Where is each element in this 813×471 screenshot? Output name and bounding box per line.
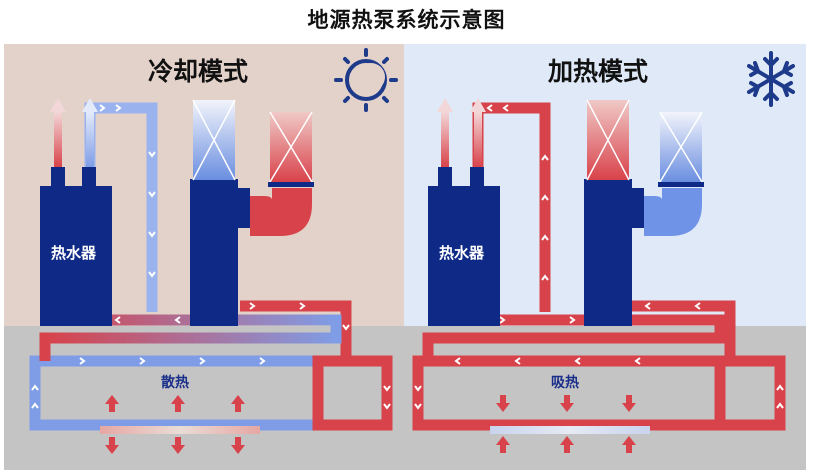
heating-heat-arrows	[496, 395, 636, 453]
cooling-water-heater-label: 热水器	[51, 244, 97, 262]
sun-icon	[334, 48, 398, 112]
cooling-ground-label: 散热	[161, 375, 189, 391]
cooling-hot-pipe	[240, 300, 352, 361]
cooling-mode-title: 冷却模式	[148, 57, 249, 86]
heating-hot-pipe	[632, 300, 736, 361]
heating-flow-chevrons	[414, 104, 784, 410]
cooling-heat-arrows	[105, 395, 245, 454]
heating-heat-pump	[584, 186, 632, 326]
cooling-water-heater	[40, 186, 112, 326]
cooling-return-pipe	[39, 314, 342, 361]
cooling-ground-loop-hot	[312, 355, 393, 431]
heating-mode-title: 加热模式	[548, 57, 649, 86]
heating-ground-label: 吸热	[551, 375, 579, 391]
page-title: 地源热泵系统示意图	[307, 8, 506, 32]
ground-area	[4, 326, 806, 470]
snowflake-icon	[747, 51, 795, 107]
heating-return-pipe	[422, 314, 726, 361]
heating-water-heater-label: 热水器	[439, 244, 485, 262]
heating-water-heater	[428, 186, 500, 326]
cooling-heat-pump	[190, 186, 238, 326]
cooling-flow-chevrons	[31, 104, 391, 410]
